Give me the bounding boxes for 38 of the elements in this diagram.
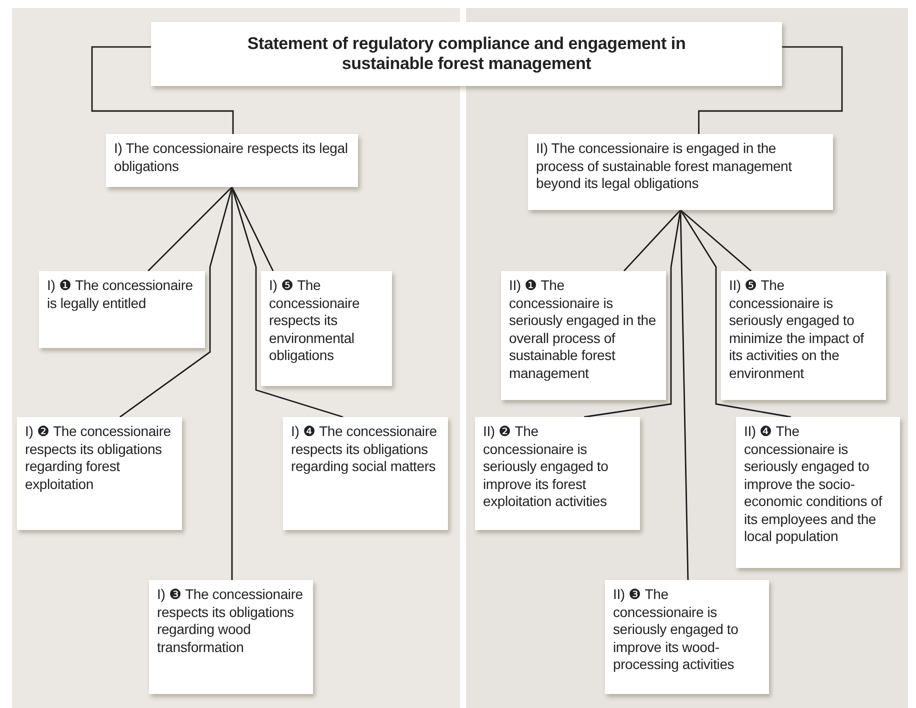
connector-line	[623, 210, 682, 272]
connector-line	[148, 186, 232, 272]
box-text: I) The concessionaire respects its legal obligations	[114, 140, 349, 175]
box-text: I) ❹ The concessionaire respects its obligations regarding social matters	[291, 423, 438, 476]
box-text: II) The concessionaire is engaged in the process of sustainable forest management beyond its legal obligations	[536, 140, 793, 192]
note-card	[106, 134, 358, 187]
note-card	[283, 417, 448, 530]
note-card	[149, 580, 313, 694]
connector-line	[231, 186, 344, 418]
box-text: II) ❹ The concessionaire is seriously engaged to improve the socio-economic conditions of its employees and the local population	[744, 423, 884, 546]
box-text: I) ❸ The concessionaire respects its obligations regarding wood transformation	[157, 586, 304, 656]
connector-line	[584, 210, 682, 418]
note-card	[39, 271, 205, 348]
note-card	[736, 417, 900, 568]
box-text: I) ❶ The concessionaire is legally entitled	[47, 277, 194, 312]
note-card	[261, 271, 392, 386]
box-text: I) ❷ The concessionaire respects its obligations regarding forest exploitation	[25, 423, 172, 493]
connector-line	[231, 186, 274, 272]
box-text: II) ❶ The concessionaire is seriously engaged in the overall process of sustainable forest management	[509, 277, 657, 382]
connector-line	[680, 210, 792, 418]
note-card	[721, 271, 886, 400]
connector-line	[680, 209, 752, 272]
note-card	[17, 417, 182, 530]
box-text: II) ❺ The concessionaire is seriously engaged to minimize the impact of its activities on the environment	[729, 277, 865, 382]
connector-line	[680, 210, 689, 580]
note-card	[475, 417, 640, 530]
note-card	[501, 271, 666, 400]
heading-text: Statement of regulatory compliance and engagement in sustainable forest management	[246, 34, 687, 74]
note-card	[605, 580, 769, 694]
connector-line	[91, 46, 234, 134]
box-text: I) ❺ The concessionaire respects its environmental obligations	[269, 277, 361, 364]
note-card	[528, 134, 833, 210]
box-text: II) ❷ The concessionaire is seriously engaged to improve its forest exploitation activities	[483, 423, 610, 510]
title-banner	[151, 22, 782, 86]
connector-line	[698, 46, 843, 134]
box-text: II) ❸ The concessionaire is seriously engaged to improve its wood-processing activities	[613, 586, 740, 674]
connector-line	[120, 186, 233, 418]
connector-line	[231, 187, 233, 580]
